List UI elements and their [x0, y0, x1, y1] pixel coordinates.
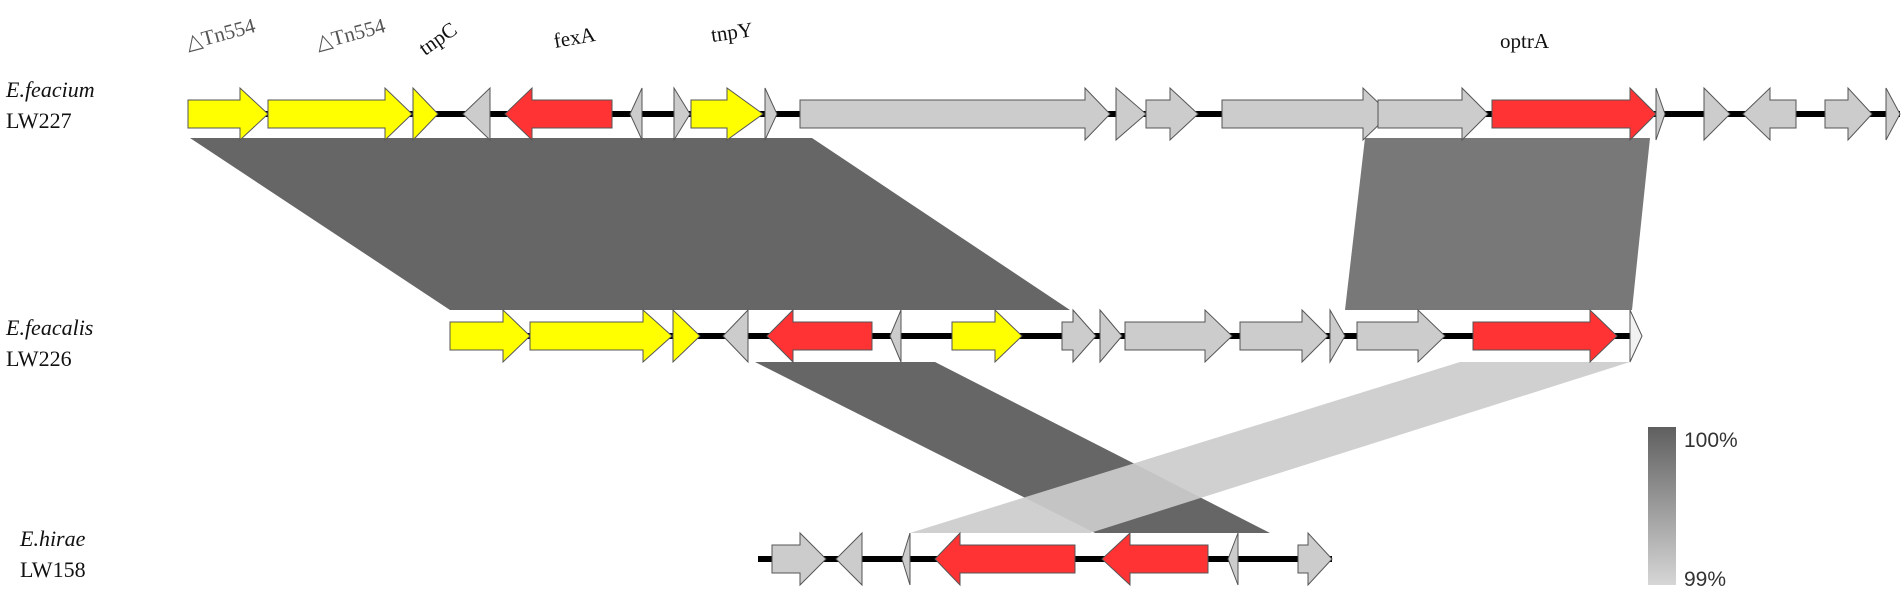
gene-arrow-grey-3: [673, 86, 691, 142]
gene-arrow-optra: [1491, 86, 1657, 142]
gene-label-tn554-2: △Tn554: [313, 13, 388, 55]
gene-arrow-grey-6: [1115, 86, 1147, 142]
gene-arrow-grey-8: [1221, 86, 1391, 142]
gene-arrow-grey-9: [1629, 309, 1643, 363]
homology-blocks: [190, 138, 1650, 533]
gene-arrow-grey-1: [771, 531, 827, 587]
genes-lw158: [771, 531, 1333, 587]
gene-label-tnpy: tnpY: [709, 17, 754, 47]
gene-arrow-optra: [934, 531, 1076, 587]
genes-lw226: [449, 308, 1643, 364]
gene-arrow-grey-2: [629, 87, 643, 141]
homology-block-optra-hirae: [910, 362, 1630, 533]
gene-arrow-grey-1: [462, 86, 491, 142]
gene-arrow-grey-3: [901, 532, 911, 586]
gene-arrow-grey-7: [1145, 86, 1199, 142]
strain-label-lw158: LW158: [20, 557, 86, 582]
gene-arrow-grey-14: [1885, 87, 1901, 141]
gene-arrow-grey-4: [1227, 532, 1239, 586]
gene-arrow-grey-10: [1655, 87, 1666, 141]
gene-label-tnpc: tnpC: [414, 17, 461, 60]
species-label-lw158: E.hirae: [19, 526, 86, 551]
species-label-lw227: E.feacium: [5, 77, 95, 102]
gene-arrow-optra: [1472, 308, 1618, 364]
gene-arrow-fexa: [1101, 531, 1209, 587]
strain-label-lw227: LW227: [6, 108, 72, 133]
gene-arrow-tn554-2: [267, 86, 413, 142]
gene-arrow-tnpy: [690, 87, 764, 141]
gene-label-tn554-1: △Tn554: [183, 13, 258, 55]
gene-label-optra: optrA: [1500, 29, 1550, 53]
gene-arrow-grey-12: [1742, 86, 1797, 142]
gene-arrow-tn554-1: [449, 308, 531, 364]
gene-arrow-grey-5: [799, 86, 1111, 142]
genes-lw227: [187, 86, 1901, 142]
gene-arrow-grey-4: [1099, 308, 1123, 364]
gene-arrow-tn554-1: [187, 86, 269, 142]
gene-arrow-grey-9: [1377, 86, 1489, 142]
gene-arrow-grey-1: [722, 308, 749, 364]
gene-arrow-grey-13: [1824, 86, 1873, 142]
gene-arrow-grey-6: [1239, 308, 1329, 364]
gene-arrow-grey-5: [1124, 308, 1233, 364]
gene-arrow-grey-7: [1329, 308, 1346, 364]
gene-arrow-fexa: [766, 308, 873, 364]
legend-min-label: 99%: [1684, 568, 1726, 589]
gene-arrow-grey-4: [764, 87, 778, 141]
legend-max-label: 100%: [1684, 429, 1738, 452]
gene-arrow-grey-3: [1061, 308, 1097, 364]
gene-arrow-grey-8: [1356, 308, 1446, 364]
track-labels: E.feacium LW227 E.feacalis LW226 E.hirae…: [5, 77, 95, 582]
gene-arrow-grey-5: [1297, 531, 1333, 587]
gene-label-fexa: fexA: [552, 22, 598, 53]
gene-arrow-tnpc: [672, 308, 701, 364]
homology-block-tn554-fexa-region: [190, 138, 1070, 310]
species-label-lw226: E.feacalis: [5, 315, 93, 340]
gene-labels: △Tn554 △Tn554 tnpC fexA tnpY optrA: [183, 13, 1550, 60]
strain-label-lw226: LW226: [6, 346, 72, 371]
identity-legend: 100% 99%: [1648, 427, 1738, 589]
gene-arrow-grey-2: [889, 309, 902, 363]
gene-arrow-tnpy: [951, 308, 1023, 364]
gene-arrow-tnpc: [412, 86, 439, 142]
gene-arrow-tn554-2: [529, 308, 673, 364]
gene-arrow-fexa: [504, 86, 613, 142]
homology-block-optra-region: [1345, 138, 1650, 310]
gene-arrow-grey-11: [1703, 86, 1731, 142]
identity-gradient-bar: [1648, 427, 1676, 585]
gene-arrow-grey-2: [835, 531, 863, 587]
